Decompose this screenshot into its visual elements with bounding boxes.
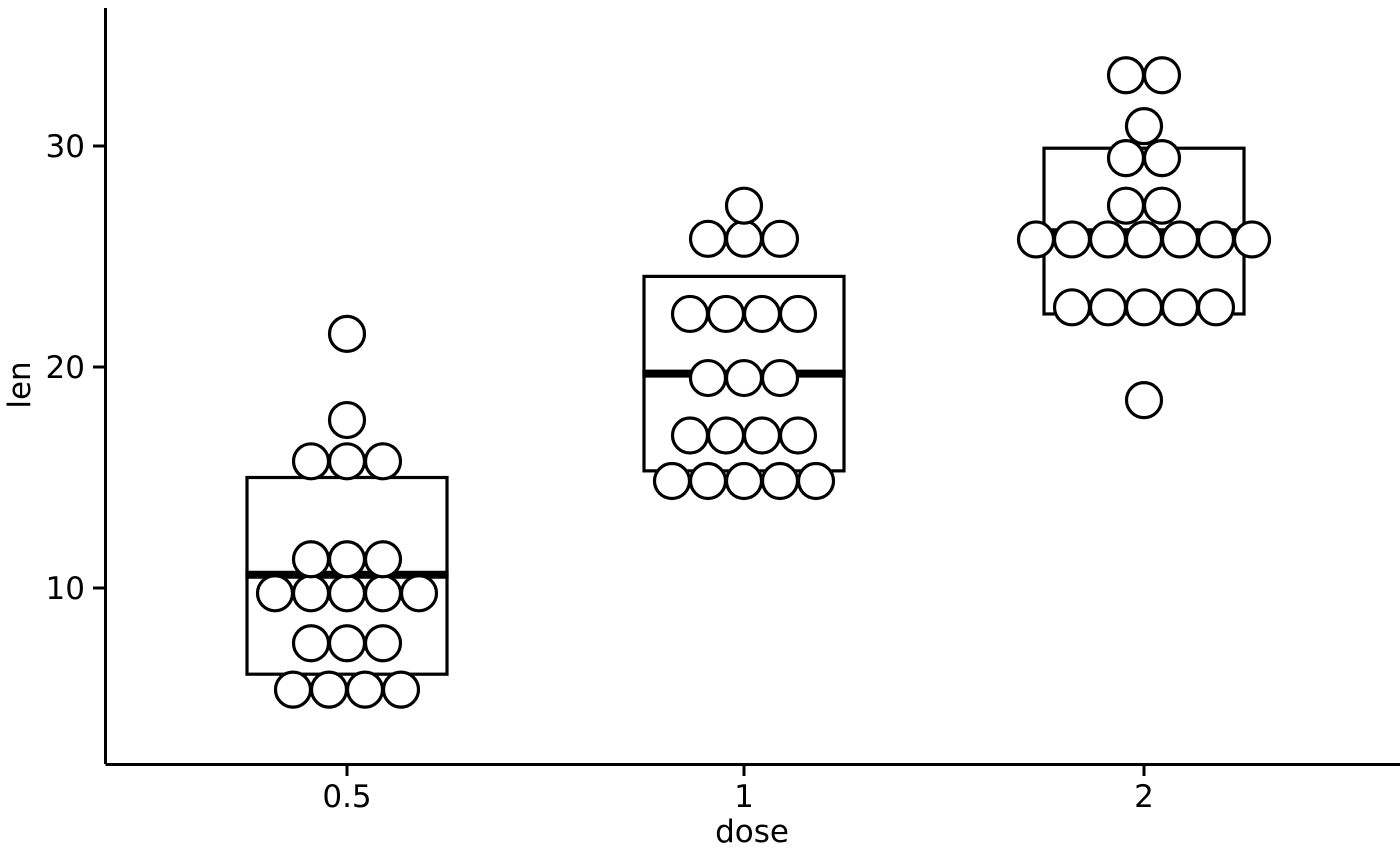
data-point bbox=[1142, 56, 1182, 95]
data-point bbox=[706, 416, 746, 455]
data-point bbox=[1052, 288, 1092, 327]
data-point bbox=[399, 574, 439, 613]
data-point bbox=[706, 294, 746, 334]
data-point bbox=[742, 294, 782, 334]
points-1 bbox=[652, 186, 836, 501]
data-point bbox=[363, 574, 403, 613]
data-point bbox=[724, 358, 764, 398]
data-point bbox=[1052, 220, 1092, 259]
data-point bbox=[363, 442, 403, 481]
data-point bbox=[778, 416, 818, 455]
data-point bbox=[778, 294, 818, 334]
data-point bbox=[327, 314, 367, 353]
data-point bbox=[291, 624, 331, 663]
data-point bbox=[688, 461, 728, 501]
data-point bbox=[1160, 220, 1200, 259]
axis-lines bbox=[104, 8, 1400, 766]
data-point bbox=[652, 461, 692, 501]
data-point bbox=[327, 442, 367, 481]
data-point bbox=[1196, 288, 1236, 327]
data-point bbox=[1196, 220, 1236, 259]
x-tick-label: 2 bbox=[1134, 779, 1154, 815]
data-point bbox=[1124, 288, 1164, 327]
point-group bbox=[255, 56, 1272, 709]
data-point bbox=[1124, 381, 1164, 420]
data-point bbox=[1160, 288, 1200, 327]
data-point bbox=[1232, 220, 1272, 259]
data-point bbox=[327, 574, 367, 613]
data-point bbox=[1088, 220, 1128, 259]
data-point bbox=[363, 540, 403, 579]
data-point bbox=[760, 358, 800, 398]
data-point bbox=[1124, 220, 1164, 259]
data-point bbox=[1106, 56, 1146, 95]
data-point bbox=[1142, 186, 1182, 225]
points-0.5 bbox=[255, 314, 439, 709]
data-point bbox=[796, 461, 836, 501]
data-point bbox=[309, 670, 349, 709]
data-point bbox=[724, 461, 764, 501]
data-point bbox=[688, 219, 728, 258]
data-point bbox=[724, 186, 764, 225]
data-point bbox=[724, 219, 764, 258]
data-point bbox=[1106, 186, 1146, 225]
x-tick-label: 1 bbox=[734, 779, 754, 815]
data-point bbox=[273, 670, 313, 709]
data-point bbox=[670, 416, 710, 455]
data-point bbox=[688, 358, 728, 398]
data-point bbox=[742, 416, 782, 455]
data-point bbox=[291, 574, 331, 613]
data-point bbox=[1016, 220, 1056, 259]
data-point bbox=[381, 670, 421, 709]
data-point bbox=[760, 219, 800, 258]
data-point bbox=[1088, 288, 1128, 327]
data-point bbox=[255, 574, 295, 613]
data-point bbox=[291, 442, 331, 481]
data-point bbox=[327, 624, 367, 663]
data-point bbox=[670, 294, 710, 334]
y-axis-title: len bbox=[2, 361, 38, 408]
data-point bbox=[760, 461, 800, 501]
data-point bbox=[291, 540, 331, 579]
data-point bbox=[1124, 107, 1164, 146]
data-point bbox=[1142, 139, 1182, 178]
y-tick-label: 10 bbox=[46, 571, 85, 607]
x-axis-ticks: 0.5 1 2 bbox=[322, 764, 1154, 815]
x-tick-label: 0.5 bbox=[322, 779, 371, 815]
x-axis-title: dose bbox=[715, 814, 789, 850]
data-point bbox=[1106, 139, 1146, 178]
data-point bbox=[363, 624, 403, 663]
data-point bbox=[327, 400, 367, 440]
y-tick-label: 20 bbox=[46, 350, 85, 386]
data-point bbox=[327, 540, 367, 579]
y-tick-label: 30 bbox=[46, 129, 85, 165]
data-point bbox=[345, 670, 385, 709]
points-2 bbox=[1016, 56, 1272, 420]
y-axis-ticks: 10 20 30 bbox=[46, 129, 105, 607]
